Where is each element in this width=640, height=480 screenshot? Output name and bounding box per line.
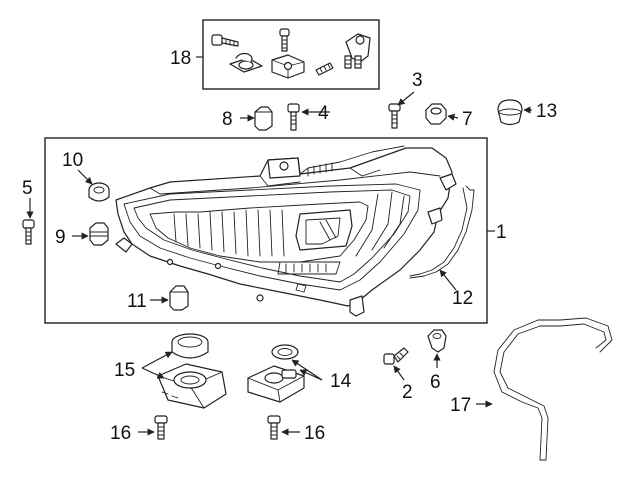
callout-3: 3 <box>412 70 423 91</box>
callout-13: 13 <box>536 101 557 122</box>
headlamp-housing <box>115 145 457 317</box>
leader-arrows <box>26 91 532 436</box>
screw-16-right <box>267 415 281 440</box>
bolt-2 <box>383 347 409 365</box>
kit-bolt-left <box>211 34 239 47</box>
kit-bracket-left <box>229 52 263 73</box>
callout-9: 9 <box>55 227 66 248</box>
callout-17: 17 <box>450 395 471 416</box>
callout-6: 6 <box>430 372 441 393</box>
callout-10: 10 <box>62 150 83 171</box>
screw-16-left <box>154 415 168 440</box>
grommet-9 <box>89 222 109 246</box>
callout-11: 11 <box>127 291 147 312</box>
cap-13 <box>497 99 523 126</box>
cap-14-ring <box>271 344 299 360</box>
callout-15: 15 <box>114 360 135 381</box>
kit-clip-center <box>271 54 305 79</box>
callout-1: 1 <box>496 222 507 243</box>
screw-4 <box>287 103 300 131</box>
callout-7: 7 <box>462 109 473 130</box>
nut-7 <box>425 103 447 125</box>
kit-bracket-right <box>344 33 371 69</box>
screw-5 <box>22 219 35 245</box>
callout-16-right: 16 <box>304 423 325 444</box>
cap-10 <box>88 182 110 202</box>
callout-12: 12 <box>452 288 473 309</box>
callout-2: 2 <box>402 382 413 403</box>
clip-6 <box>427 329 447 353</box>
callout-4: 4 <box>318 103 329 124</box>
callout-14: 14 <box>330 371 352 392</box>
callout-18: 18 <box>170 48 191 69</box>
hose-17 <box>493 317 613 461</box>
mounting-kit-group <box>196 19 380 90</box>
callout-16-left: 16 <box>110 423 131 444</box>
cap-15-ring <box>171 333 209 359</box>
grommet-8 <box>254 106 273 131</box>
kit-screw-small <box>315 62 334 76</box>
callout-8: 8 <box>222 109 233 130</box>
module-14 <box>247 365 305 403</box>
screw-3 <box>388 103 401 129</box>
seal-12 <box>409 185 475 279</box>
cap-11 <box>169 285 189 311</box>
kit-bolt-center <box>279 28 290 52</box>
callout-5: 5 <box>22 178 33 199</box>
ballast-15 <box>157 363 227 409</box>
mounting-kit-frame <box>202 19 380 90</box>
